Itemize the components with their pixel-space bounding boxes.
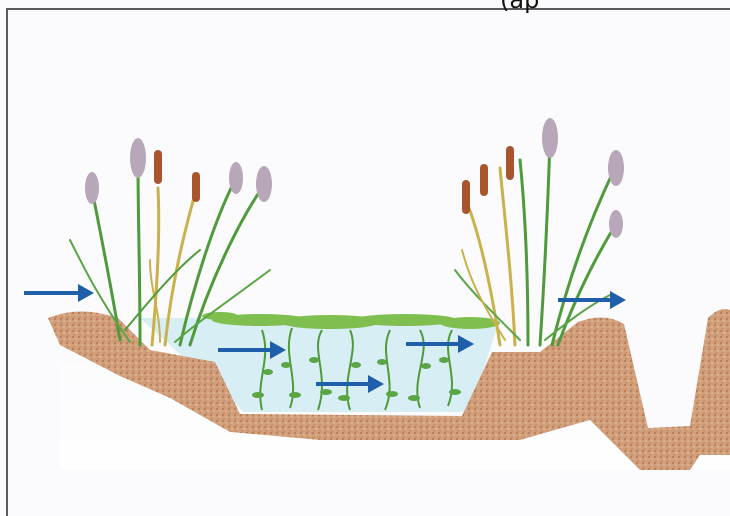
- reed-icon: [455, 140, 616, 345]
- cattail-icon: [462, 146, 514, 214]
- arrow-right-icon: [24, 284, 94, 302]
- reed-plumes-left: [85, 138, 272, 204]
- cattail-icon: [154, 150, 200, 202]
- reed-plumes-right: [542, 118, 624, 238]
